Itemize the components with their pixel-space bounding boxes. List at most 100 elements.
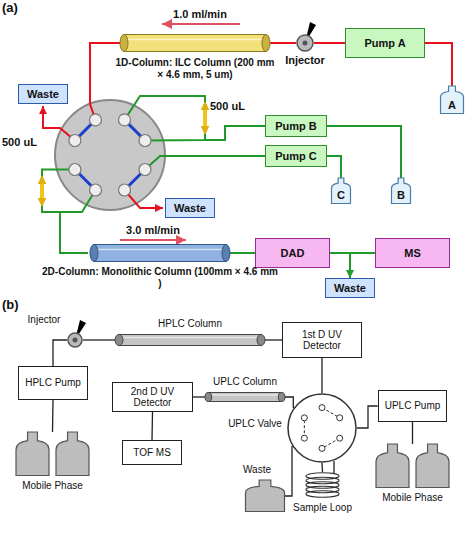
flow-line: [83, 339, 115, 340]
process-box: Waste: [18, 84, 68, 104]
flow-line: [327, 126, 401, 178]
injector-body: [297, 35, 313, 51]
valve-port: [69, 135, 81, 147]
part-label: Sample Loop: [285, 502, 360, 514]
column-body: [124, 35, 266, 52]
process-box: Pump A: [345, 28, 425, 58]
column-body: [94, 245, 226, 262]
process-box: 1st D UV Detector: [282, 322, 362, 358]
sample-loop-line: [42, 170, 96, 213]
waste-line: [43, 106, 75, 141]
panel-letter: (a): [2, 1, 32, 16]
process-box: Pump B: [265, 115, 327, 137]
sample-loop-return-line: [333, 461, 334, 473]
injector-port: [303, 41, 308, 46]
part-label: Injector: [280, 54, 330, 67]
flow-line: [357, 406, 378, 428]
mobile-phase-bottles-outline: [15, 432, 90, 476]
valve-port: [319, 405, 325, 411]
bottle-body: [392, 178, 411, 204]
column-outline: [115, 334, 265, 346]
column-highlight: [210, 394, 279, 396]
box-label: TOF MS: [130, 447, 174, 459]
flow-direction-arrow: [162, 23, 240, 25]
bottle-body: [56, 432, 89, 476]
loop-volume-label: 500 uL: [2, 136, 42, 149]
valve-ports: [69, 114, 151, 196]
pump-line: [145, 156, 265, 170]
bottle-body: [332, 178, 351, 204]
valve-port: [319, 445, 325, 451]
valve-port: [301, 415, 307, 421]
column: HPLC Column: [115, 334, 265, 346]
process-box: Pump C: [265, 145, 327, 167]
panel-letter: (b): [2, 298, 32, 313]
mobile-phase-bottles-outline: [375, 444, 450, 488]
column-end: [222, 245, 230, 262]
injector-outline: [67, 332, 83, 348]
valve-port: [337, 415, 343, 421]
process-box: Waste: [165, 198, 215, 218]
valve-port: [69, 164, 81, 176]
valve-port: [301, 435, 307, 441]
column-end: [120, 35, 128, 52]
injector-body: [68, 333, 82, 347]
valve-port: [139, 135, 151, 147]
bottle-body: [246, 480, 285, 512]
valve-port: [90, 114, 102, 126]
flow-line: [151, 412, 153, 440]
flow-line: [270, 42, 296, 44]
flow-line: [327, 156, 341, 178]
process-box: Waste: [325, 278, 375, 298]
part-label: 1D-Column: ILC Column (200 mm × 4.6 mm, …: [115, 57, 275, 80]
column-highlight: [96, 249, 224, 251]
box-label: Waste: [171, 202, 209, 215]
bottle-body: [441, 86, 464, 114]
part-label: Waste: [233, 464, 281, 476]
flow-line: [265, 339, 282, 340]
box-label: 2nd D UV Detector: [113, 386, 192, 409]
sample-loop-outline: [305, 472, 340, 498]
valve-channels: [75, 120, 145, 190]
column-end: [257, 335, 265, 346]
column-body: [208, 393, 281, 402]
process-box: HPLC Pump: [18, 366, 88, 400]
flow-line: [285, 397, 293, 408]
column-end: [262, 35, 270, 52]
column-end: [278, 393, 285, 402]
bottle-body: [376, 444, 409, 488]
flow-line: [330, 253, 350, 278]
bottle-body: [16, 432, 49, 476]
valve-to-column-line: [60, 212, 88, 253]
column-outline: [205, 392, 285, 402]
loop-volume-arrow: [40, 178, 44, 204]
process-box: 2nd D UV Detector: [112, 382, 193, 412]
injector-outline: [296, 34, 314, 52]
mobile-phase-bottles: Mobile Phase: [375, 444, 450, 488]
part-label: Mobile Phase: [370, 492, 455, 504]
box-label: Pump A: [361, 37, 408, 50]
part-label: UPLC Valve: [225, 418, 285, 430]
loop-volume-label: 500 uL: [210, 100, 254, 113]
column-outline: [90, 244, 230, 262]
flow-line: [314, 42, 345, 44]
box-label: MS: [401, 247, 424, 260]
box-label: Pump C: [272, 150, 320, 163]
process-box: UPLC Pump: [378, 390, 448, 422]
part-label: Injector: [19, 314, 69, 326]
part-label: A: [445, 99, 459, 112]
part-label: UPLC Column: [205, 376, 285, 388]
sample-loop: Sample Loop: [305, 472, 340, 498]
box-label: Waste: [24, 88, 62, 101]
column-highlight: [126, 39, 264, 41]
flow-line: [321, 463, 323, 472]
second-dimension-lines: [42, 96, 265, 253]
part-label: 2D-Column: Monolithic Column (100mm × 4.…: [40, 266, 280, 289]
part-label: B: [394, 189, 408, 202]
injector: Injector: [296, 34, 314, 52]
bottle-body: [416, 444, 449, 488]
column: UPLC Column: [205, 392, 285, 402]
process-box: DAD: [255, 238, 330, 268]
box-label: Waste: [331, 282, 369, 295]
